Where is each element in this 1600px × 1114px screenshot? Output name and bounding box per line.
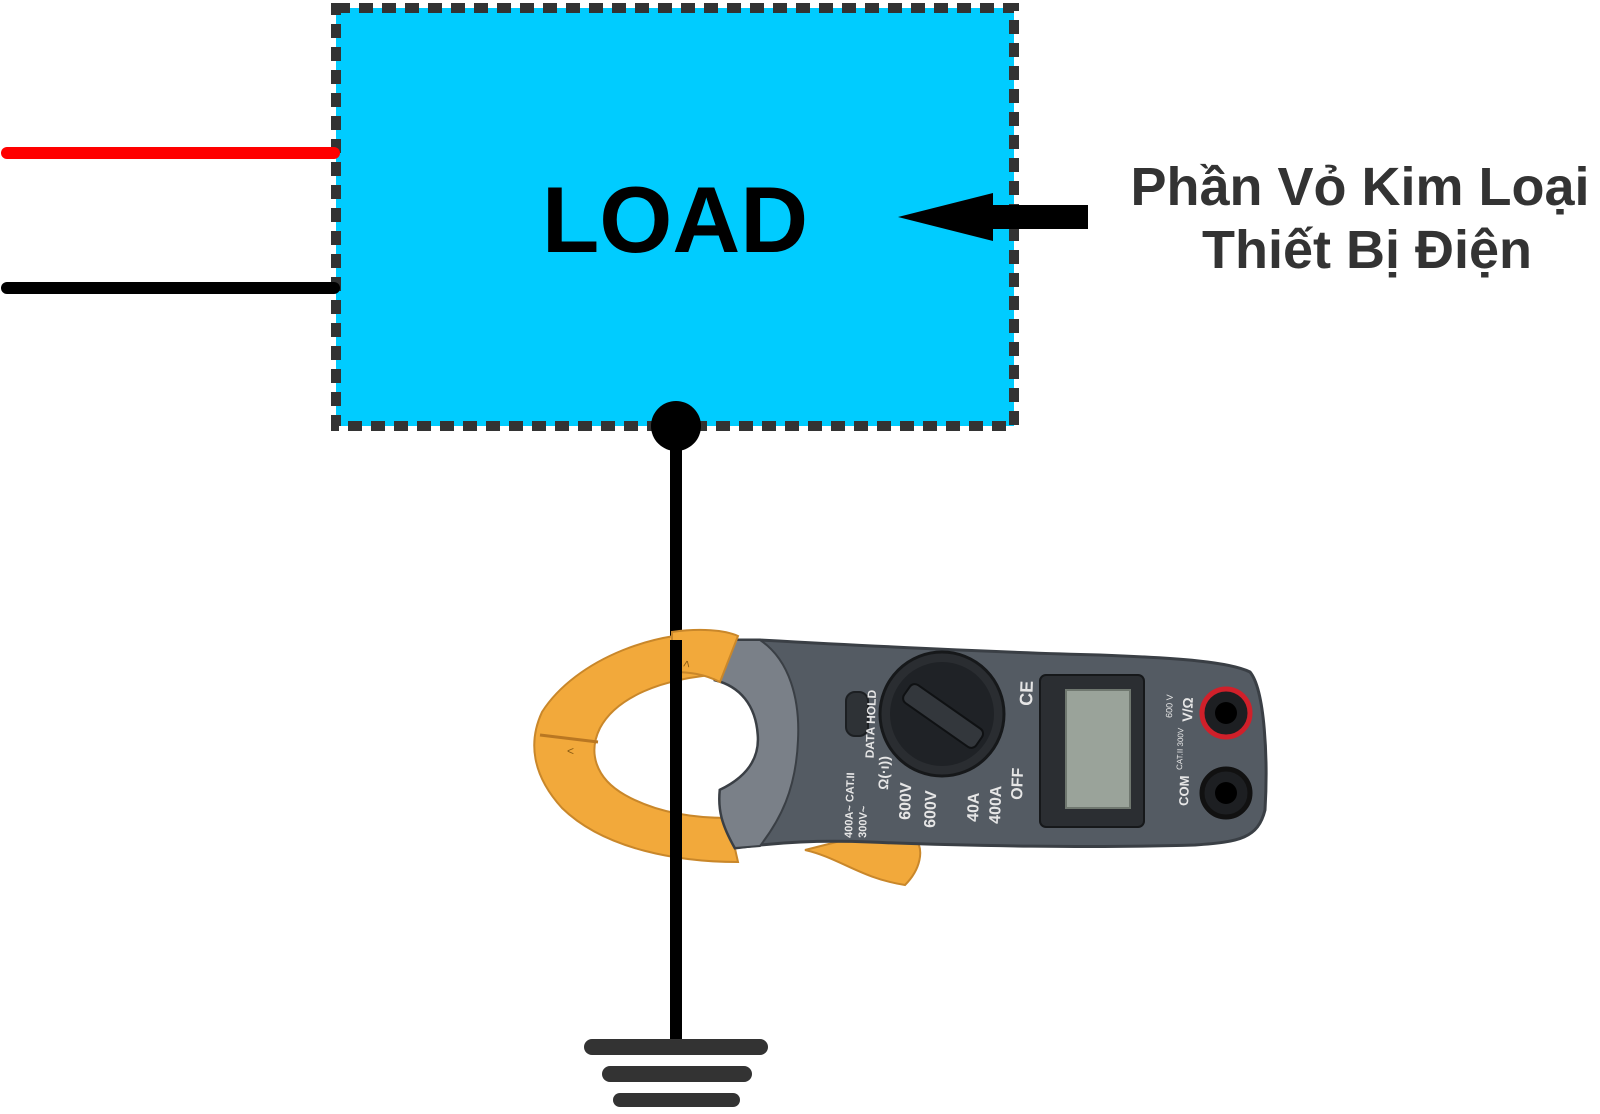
clamp-jaw-back [533, 632, 740, 864]
lcd-screen [1065, 689, 1131, 809]
annotation-line-1: Phần Vỏ Kim Loại [1130, 157, 1589, 217]
range-label-40a: 40A [965, 792, 983, 822]
arrow-shaft [975, 205, 1088, 229]
arrow-head-icon [898, 193, 993, 241]
ce-mark: CE [1016, 680, 1037, 706]
range-label-ohm: Ω(·ı)) [875, 756, 892, 790]
jack-com [1199, 766, 1253, 820]
jaw-marker-left: < [567, 744, 574, 758]
jack-v-label: V/Ω [1179, 697, 1196, 722]
clamp-jaw-front [671, 628, 740, 684]
clamp-body-collar [713, 639, 800, 850]
dial-pointer [902, 683, 985, 749]
load-label: LOAD [542, 167, 808, 272]
jaw-marker-top: > [679, 659, 694, 668]
range-label-600v-ac: 600V [922, 790, 940, 828]
annotation-line-2: Thiết Bị Điện [1202, 220, 1532, 280]
jack-v-ohm [1199, 686, 1253, 740]
data-hold-label: DATA HOLD [863, 689, 879, 758]
range-label-600v-dc: 600V [897, 782, 915, 820]
rating-label-2: 300V~ [857, 805, 870, 838]
casing-arrow [898, 193, 1088, 241]
clamp-meter: > < DATA HOLD 400A~ CAT.II 300V~ Ω(·ı)) … [533, 628, 1268, 887]
jack-com-label: COM [1176, 775, 1192, 806]
rating-label: 400A~ CAT.II [843, 772, 857, 838]
jack-note: 600 V [1164, 694, 1175, 718]
rotary-dial [878, 650, 1006, 778]
clamp-jaw-split [539, 733, 599, 744]
range-label-400a: 400A [987, 785, 1005, 824]
range-label-off: OFF [1009, 767, 1027, 800]
data-hold-button [845, 691, 869, 737]
ground-symbol-icon [584, 1039, 768, 1107]
jack-note-2: CAT.II 300V [1175, 727, 1185, 770]
